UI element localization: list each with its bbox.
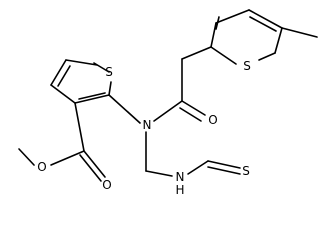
atom-label-s-thioformyl: S xyxy=(242,164,250,178)
bond xyxy=(153,100,183,122)
bond xyxy=(74,102,85,152)
atom-label-s-thiophene: S xyxy=(105,65,113,79)
bond xyxy=(215,9,250,24)
bond xyxy=(50,84,76,104)
atom-label-h-hydrazine: H xyxy=(175,183,184,197)
atom-label-o-ester-carbonyl: O xyxy=(102,178,111,192)
bond xyxy=(281,27,318,38)
bond xyxy=(179,107,202,122)
bond xyxy=(83,150,106,178)
bond xyxy=(187,160,209,175)
atom-label-o-ester: O xyxy=(37,160,46,174)
bonds xyxy=(18,9,318,182)
atom-label-s-methylthiophene: S xyxy=(243,59,251,73)
bond xyxy=(50,59,67,86)
atom-label-nh-hydrazine: N xyxy=(176,170,185,184)
bond xyxy=(258,52,276,61)
bond xyxy=(210,22,217,48)
bond xyxy=(108,81,112,96)
bond xyxy=(57,65,71,87)
molecule-diagram: S N O S O O N H S xyxy=(18,9,318,197)
bond xyxy=(78,92,106,100)
bond xyxy=(74,94,110,104)
bond xyxy=(248,9,283,29)
bond xyxy=(65,59,98,66)
bond xyxy=(210,46,237,65)
bond xyxy=(181,100,206,116)
bond xyxy=(50,150,85,166)
bond xyxy=(108,94,141,124)
bond xyxy=(79,154,102,182)
bond xyxy=(274,27,283,54)
atom-label-o-carbonyl: O xyxy=(208,113,217,127)
atom-labels: S N O S O O N H S xyxy=(37,59,251,197)
atom-label-n-amide: N xyxy=(143,118,152,132)
bond xyxy=(145,170,173,177)
bond xyxy=(207,166,241,175)
bond xyxy=(18,148,35,166)
bond xyxy=(181,46,212,60)
bond xyxy=(249,16,277,32)
bond xyxy=(207,160,241,169)
